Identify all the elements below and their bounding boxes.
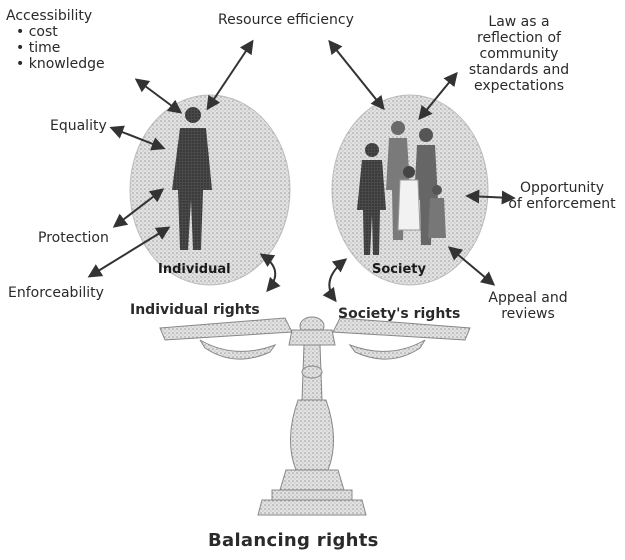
individual-rights-label: Individual rights (130, 302, 260, 318)
arrow-accessibility (137, 80, 180, 112)
accessibility-item-time: • time (6, 40, 105, 56)
accessibility-item-cost: • cost (6, 24, 105, 40)
law-line-2: reflection of (448, 30, 590, 46)
opportunity-line-2: of enforcement (500, 196, 624, 212)
accessibility-item-knowledge: • knowledge (6, 56, 105, 72)
resource-efficiency-label: Resource efficiency (218, 12, 354, 28)
individual-oval-label: Individual (158, 262, 231, 278)
opportunity-line-1: Opportunity (500, 180, 624, 196)
law-line-3: community (448, 46, 590, 62)
law-label: Law as a reflection of community standar… (448, 14, 590, 94)
figure-caption: Balancing rights (208, 533, 379, 549)
appeal-label: Appeal and reviews (482, 290, 574, 322)
protection-label: Protection (38, 230, 109, 246)
accessibility-label: Accessibility • cost • time • knowledge (6, 8, 105, 72)
accessibility-title: Accessibility (6, 8, 105, 24)
opportunity-label: Opportunity of enforcement (500, 180, 624, 212)
society-oval-label: Society (372, 262, 426, 278)
appeal-line-2: reviews (482, 306, 574, 322)
scale-icon (160, 317, 470, 515)
societys-rights-label: Society's rights (338, 306, 460, 322)
appeal-line-1: Appeal and (482, 290, 574, 306)
law-line-4: standards and (448, 62, 590, 78)
enforceability-label: Enforceability (8, 285, 104, 301)
law-line-1: Law as a (448, 14, 590, 30)
law-line-5: expectations (448, 78, 590, 94)
equality-label: Equality (50, 118, 107, 134)
right-curve-arrow (329, 260, 345, 300)
arrow-resource-right (330, 42, 383, 108)
